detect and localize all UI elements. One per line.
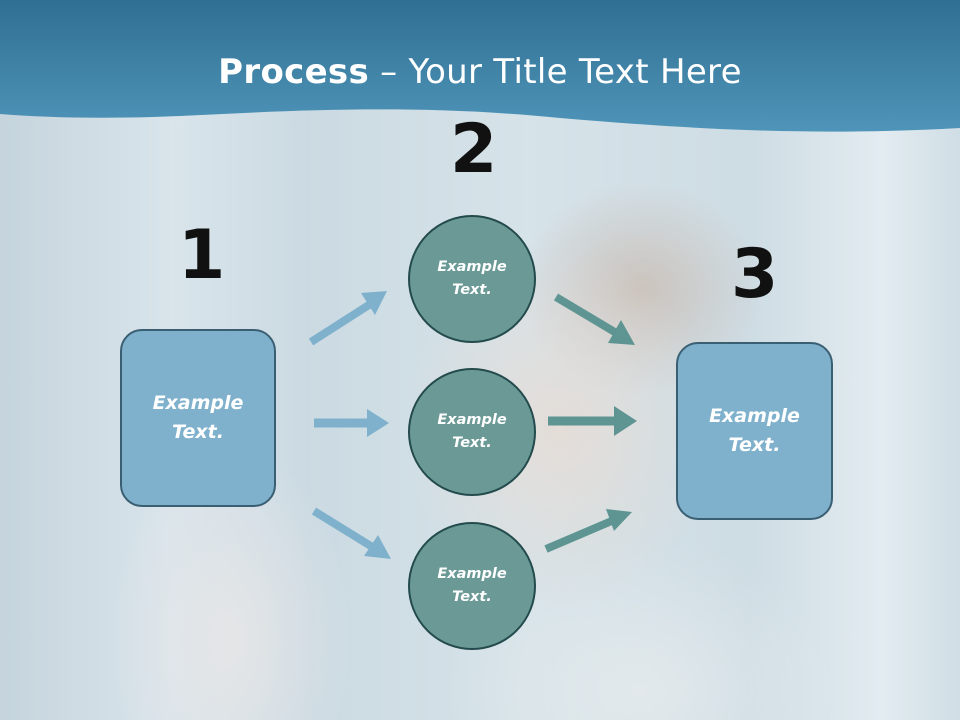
step-2-circle-bottom[interactable]: Example Text. — [408, 522, 536, 650]
step-1-box[interactable]: Example Text. — [120, 329, 276, 507]
slide-title: Process – Your Title Text Here — [0, 52, 960, 92]
step-1-number: 1 — [178, 216, 226, 295]
title-rest: – Your Title Text Here — [369, 52, 742, 92]
step-2-circle-top[interactable]: Example Text. — [408, 215, 536, 343]
step-2-circle-top-label: Example Text. — [437, 258, 507, 298]
title-banner — [0, 0, 960, 132]
step-2-number: 2 — [450, 110, 498, 189]
arrow-to-middle-circle — [314, 409, 389, 437]
step-3-label: Example Text. — [709, 404, 800, 456]
arrow-from-bottom-circle — [544, 509, 632, 553]
arrow-to-bottom-circle — [311, 507, 391, 559]
step-2-circle-middle[interactable]: Example Text. — [408, 368, 536, 496]
arrow-to-top-circle — [308, 291, 387, 346]
step-2-circle-bottom-label: Example Text. — [437, 565, 507, 605]
step-3-box[interactable]: Example Text. — [676, 342, 833, 520]
step-2-circle-middle-label: Example Text. — [437, 411, 507, 451]
arrow-from-middle-circle — [548, 406, 637, 436]
arrow-from-top-circle — [553, 293, 635, 345]
step-3-number: 3 — [731, 235, 779, 314]
step-1-label: Example Text. — [152, 391, 244, 443]
title-bold: Process — [218, 52, 370, 92]
